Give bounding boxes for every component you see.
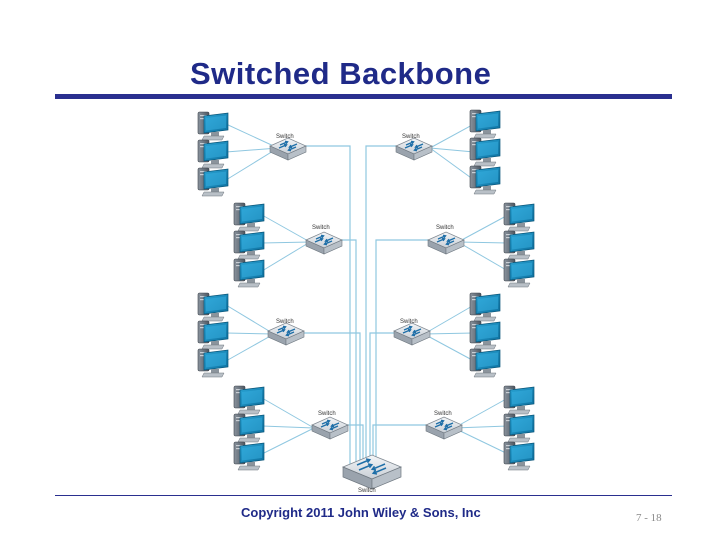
computer-icon [233,413,265,443]
access-switch-4: Switch [427,225,465,255]
computer-icon [197,139,229,169]
cable-switch-4 [375,239,440,470]
switch-label: Switch [434,411,452,417]
workstation-group-6 [469,292,501,378]
access-switch-7: Switch [311,411,349,440]
computer-icon [197,167,229,197]
switch-label: Switch [358,488,376,494]
computer-icon [233,258,265,288]
computer-icon [503,230,535,260]
computer-icon [197,111,229,141]
switch-icon [395,137,433,161]
computer-icon [469,320,501,350]
computer-icon [233,202,265,232]
cable-switch-2 [365,145,407,470]
switch-label: Switch [400,319,418,325]
access-switch-1: Switch [269,134,307,161]
computer-icon [503,441,535,471]
switch-icon [425,416,463,440]
computer-icon [469,109,501,139]
computer-icon [503,413,535,443]
computer-icon [469,165,501,195]
workstation-group-2 [469,109,501,195]
title-divider [55,94,672,99]
switch-icon [269,137,307,161]
switch-icon [305,231,343,255]
access-switch-3: Switch [305,225,343,255]
switch-icon [342,454,402,490]
switch-icon [311,416,349,440]
computer-icon [197,320,229,350]
workstation-group-4 [503,202,535,288]
workstation-group-1 [197,111,229,197]
switch-icon [427,231,465,255]
computer-icon [469,292,501,322]
workstation-group-8 [503,385,535,471]
backbone-cables [290,145,440,470]
footer-divider [55,495,672,496]
switch-label: Switch [276,319,294,325]
computer-icon [233,441,265,471]
computer-icon [503,202,535,232]
backbone-switch: Switch [342,454,402,494]
access-switch-5: Switch [267,319,305,346]
computer-icon [469,348,501,378]
access-switch-2: Switch [395,134,433,161]
switch-icon [393,322,431,346]
switch-label: Switch [402,134,420,140]
computer-icon [469,137,501,167]
computer-icon [233,385,265,415]
computer-icon [197,348,229,378]
workstation-group-3 [233,202,265,288]
access-switch-8: Switch [425,411,463,440]
switch-icon [267,322,305,346]
page-number: 7 - 18 [636,512,662,524]
copyright-text: Copyright 2011 John Wiley & Sons, Inc [241,505,481,520]
switch-label: Switch [436,225,454,231]
access-switch-6: Switch [393,319,431,346]
switch-label: Switch [318,411,336,417]
workstation-group-5 [197,292,229,378]
computer-icon [503,385,535,415]
slide-title: Switched Backbone [190,56,492,91]
access-cables [225,123,509,455]
switch-label: Switch [276,134,294,140]
computer-icon [197,292,229,322]
workstation-group-7 [233,385,265,471]
cable-switch-5 [290,332,361,470]
cable-switch-1 [300,145,351,470]
computer-icon [503,258,535,288]
switch-label: Switch [312,225,330,231]
computer-icon [233,230,265,260]
